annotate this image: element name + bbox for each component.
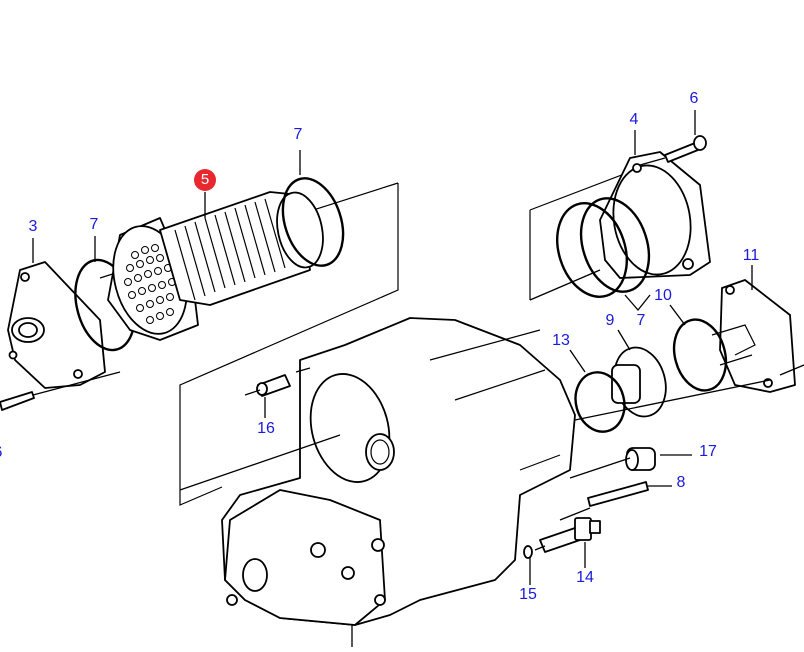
callout-partial-left[interactable]: 6	[0, 445, 2, 461]
callout-7-pair[interactable]: 7	[636, 312, 646, 329]
o-ring-part-13[interactable]	[569, 367, 631, 437]
sensor-part-14[interactable]	[539, 517, 601, 553]
callout-17[interactable]: 17	[699, 443, 717, 460]
callout-14[interactable]: 14	[576, 569, 594, 586]
leader-lines	[32, 110, 804, 647]
callout-7-left[interactable]: 7	[89, 216, 99, 233]
bolt-left[interactable]	[0, 391, 35, 411]
stud-part-8[interactable]	[587, 481, 649, 507]
o-ring-part-7-a[interactable]	[546, 194, 638, 306]
callout-5-highlighted[interactable]: 5	[194, 169, 216, 191]
thermostat-part-9[interactable]	[607, 342, 673, 423]
nipple-part-16[interactable]	[256, 374, 291, 397]
callout-8[interactable]: 8	[676, 474, 686, 491]
callout-6[interactable]: 6	[689, 90, 699, 107]
callout-3[interactable]: 3	[28, 218, 38, 235]
callout-9[interactable]: 9	[605, 312, 615, 329]
plug-part-17[interactable]	[625, 447, 656, 471]
main-housing[interactable]	[221, 317, 576, 626]
end-cover-part-3[interactable]	[7, 261, 106, 389]
callout-4[interactable]: 4	[629, 111, 639, 128]
o-ring-part-10[interactable]	[667, 314, 734, 396]
callout-13[interactable]: 13	[552, 332, 570, 349]
heat-exchanger-insert-part-5[interactable]	[102, 188, 329, 342]
callout-15[interactable]: 15	[519, 586, 537, 603]
callout-7-top[interactable]: 7	[293, 126, 303, 143]
bolt-part-6[interactable]	[664, 135, 707, 163]
callout-16[interactable]: 16	[257, 420, 275, 437]
washer-part-15[interactable]	[523, 545, 533, 559]
callout-11[interactable]: 11	[742, 247, 760, 264]
cover-part-4[interactable]	[599, 151, 711, 281]
o-ring-part-7-top[interactable]	[272, 171, 353, 274]
callout-10[interactable]: 10	[654, 287, 672, 304]
o-ring-part-7-b[interactable]	[570, 189, 661, 300]
assembly-frame-left	[179, 183, 399, 506]
